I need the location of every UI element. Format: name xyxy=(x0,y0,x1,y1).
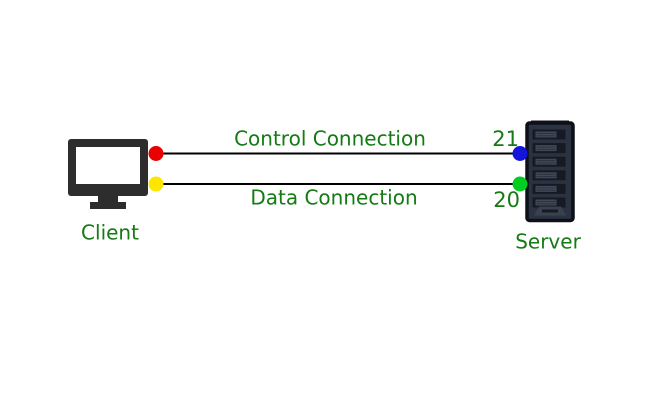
monitor-screen xyxy=(76,147,140,184)
client-label: Client xyxy=(81,221,139,245)
server-base-slot xyxy=(542,209,558,213)
server-label: Server xyxy=(515,230,581,254)
server-control-port-dot xyxy=(512,146,528,161)
data-port-number: 20 xyxy=(493,188,520,212)
control-connection-label: Control Connection xyxy=(234,127,426,151)
server-drive-bay xyxy=(532,197,566,208)
server-drive-bay xyxy=(532,143,566,154)
client-computer-icon xyxy=(68,139,148,209)
server-data-port-dot xyxy=(512,176,528,192)
monitor-stand-base xyxy=(90,202,126,209)
server-icon xyxy=(525,120,575,223)
server-drive-bay xyxy=(532,183,566,194)
client-control-port-dot xyxy=(148,146,164,161)
server-drive-bay xyxy=(532,156,566,167)
monitor-stand-neck xyxy=(98,196,118,203)
data-connection-label: Data Connection xyxy=(250,186,417,210)
server-drive-bay xyxy=(532,129,566,140)
client-data-port-dot xyxy=(148,176,164,192)
server-drive-bay xyxy=(532,170,566,181)
control-port-number: 21 xyxy=(492,127,519,151)
